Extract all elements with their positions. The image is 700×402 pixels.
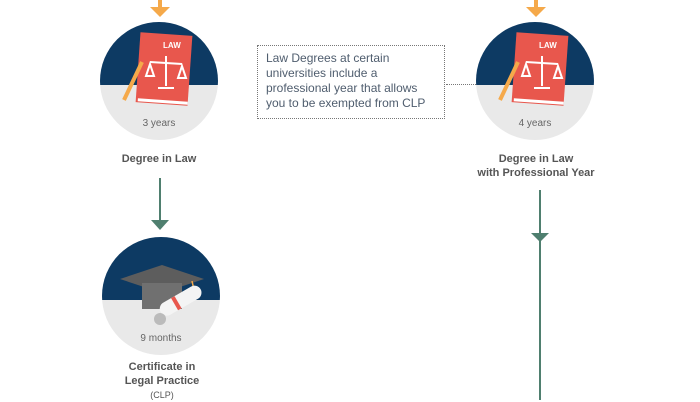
clp-label: Certificate in Legal Practice (CLP) xyxy=(92,360,232,402)
label-line: with Professional Year xyxy=(477,167,595,179)
arrow-down-icon xyxy=(526,0,546,17)
label-sub: (CLP) xyxy=(150,390,174,400)
degree-professional-year-label: Degree in Law with Professional Year xyxy=(456,152,616,180)
label-line: Certificate in xyxy=(128,361,196,373)
degree-professional-year-node: LAW 4 years xyxy=(476,22,594,140)
label-line: Legal Practice xyxy=(124,375,200,387)
arrow-down-icon xyxy=(531,190,549,400)
law-book-icon: LAW xyxy=(122,32,193,106)
degree-in-law-node: LAW 3 years xyxy=(100,22,218,140)
duration-label: 3 years xyxy=(142,118,176,129)
law-book-icon: LAW xyxy=(498,32,569,106)
graduation-cap-icon xyxy=(120,265,204,325)
arrow-down-icon xyxy=(151,178,169,230)
professional-year-note: Law Degrees at certain universities incl… xyxy=(257,45,445,119)
svg-text:LAW: LAW xyxy=(163,41,181,50)
note-connector xyxy=(446,84,478,85)
duration-label: 4 years xyxy=(518,118,552,129)
duration-label: 9 months xyxy=(140,333,182,344)
degree-in-law-label: Degree in Law xyxy=(121,153,197,165)
arrow-down-icon xyxy=(150,0,170,17)
clp-node: 9 months xyxy=(102,237,220,355)
svg-text:LAW: LAW xyxy=(539,41,557,50)
label-line: Degree in Law xyxy=(498,153,574,165)
